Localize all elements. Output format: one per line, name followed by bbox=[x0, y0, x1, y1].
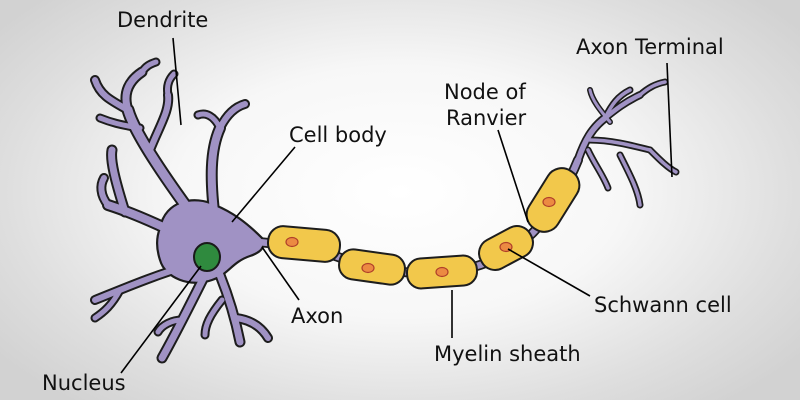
nucleus-leader bbox=[120, 265, 202, 374]
schwann-cell-label: Schwann cell bbox=[594, 293, 732, 317]
dendrite-label: Dendrite bbox=[117, 8, 208, 32]
dendrite-leader bbox=[172, 37, 182, 126]
node-of-ranvier-label-line2: Ranvier bbox=[446, 106, 526, 130]
cell-body-leader bbox=[231, 146, 296, 223]
schwann-cell-nucleus bbox=[435, 266, 449, 278]
myelin-segment bbox=[525, 167, 581, 233]
schwann-cell-nucleus bbox=[361, 262, 375, 274]
axon-terminal-label: Axon Terminal bbox=[576, 35, 724, 59]
axon-label: Axon bbox=[291, 304, 343, 328]
node-of-ranvier-leader bbox=[497, 129, 529, 223]
nucleus bbox=[193, 242, 221, 272]
node-of-ranvier-label-line1: Node of bbox=[444, 80, 526, 104]
myelin-sheath-label: Myelin sheath bbox=[434, 342, 581, 366]
myelin-segment bbox=[266, 225, 342, 263]
schwann-cell-nucleus bbox=[285, 236, 299, 248]
schwann-cell-nucleus bbox=[542, 196, 556, 208]
axon-leader bbox=[261, 246, 300, 301]
myelin-segment bbox=[405, 254, 479, 290]
myelin-segment bbox=[338, 248, 406, 286]
dendrites-fill bbox=[92, 59, 271, 362]
cell-body-label: Cell body bbox=[289, 123, 387, 147]
schwann-cell-leader bbox=[507, 248, 591, 297]
axon-terminal-fill bbox=[575, 80, 678, 207]
nucleus-label: Nucleus bbox=[42, 371, 126, 395]
axon-terminal-leader bbox=[666, 62, 673, 178]
